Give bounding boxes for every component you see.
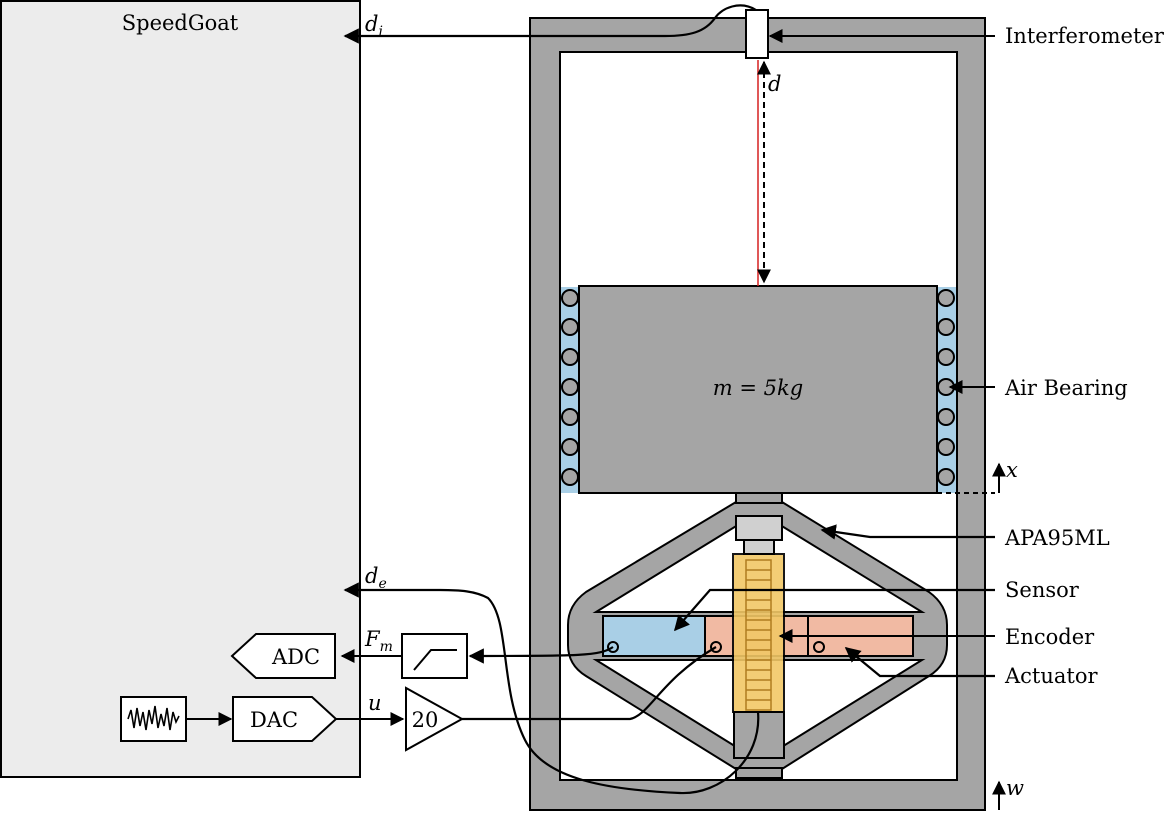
sensor-signal-wire — [468, 646, 614, 664]
low-pass-filter-icon — [413, 649, 457, 671]
voltage-amplifier — [405, 686, 465, 752]
adc-block — [230, 633, 336, 679]
actuator-terminal-left — [710, 641, 722, 653]
sensor-label: Sensor — [1005, 578, 1080, 602]
low-pass-filter — [401, 633, 468, 679]
interferometer-cable — [343, 4, 757, 44]
mass-block — [578, 285, 938, 494]
u-label: u — [368, 691, 382, 715]
air-bearing-label: Air Bearing — [1004, 376, 1128, 400]
speedgoat-title: SpeedGoat — [122, 11, 239, 35]
encoder-neck — [743, 539, 775, 555]
apa-pointer — [820, 524, 995, 540]
air-bearing-rollers — [561, 289, 955, 486]
w-axis-label: w — [1006, 776, 1024, 800]
encoder-label: Encoder — [1005, 625, 1095, 649]
adc-label: ADC — [271, 645, 320, 669]
sensor-terminal — [607, 641, 619, 653]
mass-label: m = 5kg — [713, 376, 803, 400]
actuator-drive-wire — [462, 646, 717, 721]
encoder-ruler — [732, 553, 785, 713]
dac-block — [232, 696, 338, 742]
actuator-label: Actuator — [1004, 664, 1098, 688]
noise-signal-icon — [127, 705, 180, 731]
x-axis-label: x — [1006, 458, 1018, 482]
fm-label: Fm — [364, 627, 393, 655]
dac-label: DAC — [250, 708, 298, 732]
encoder-scale — [745, 559, 772, 711]
actuator-terminal-right — [813, 641, 825, 653]
interferometer-head — [745, 9, 769, 59]
gain-label: 20 — [412, 708, 439, 732]
sensor-stack — [602, 615, 706, 657]
encoder-cable — [343, 582, 760, 795]
granite-frame — [529, 17, 986, 811]
apa-label: APA95ML — [1004, 526, 1110, 550]
distance-d-label: d — [768, 72, 781, 96]
sensor-pointer — [673, 588, 995, 632]
encoder-ticks — [746, 569, 771, 701]
apa-top-mount — [735, 492, 783, 504]
di-label: di — [365, 12, 383, 40]
de-label: de — [365, 564, 387, 592]
apa-bottom-mount — [735, 767, 783, 779]
actuator-pointer — [844, 647, 995, 678]
encoder-head — [735, 515, 783, 541]
interferometer-label: Interferometer — [1005, 24, 1165, 48]
